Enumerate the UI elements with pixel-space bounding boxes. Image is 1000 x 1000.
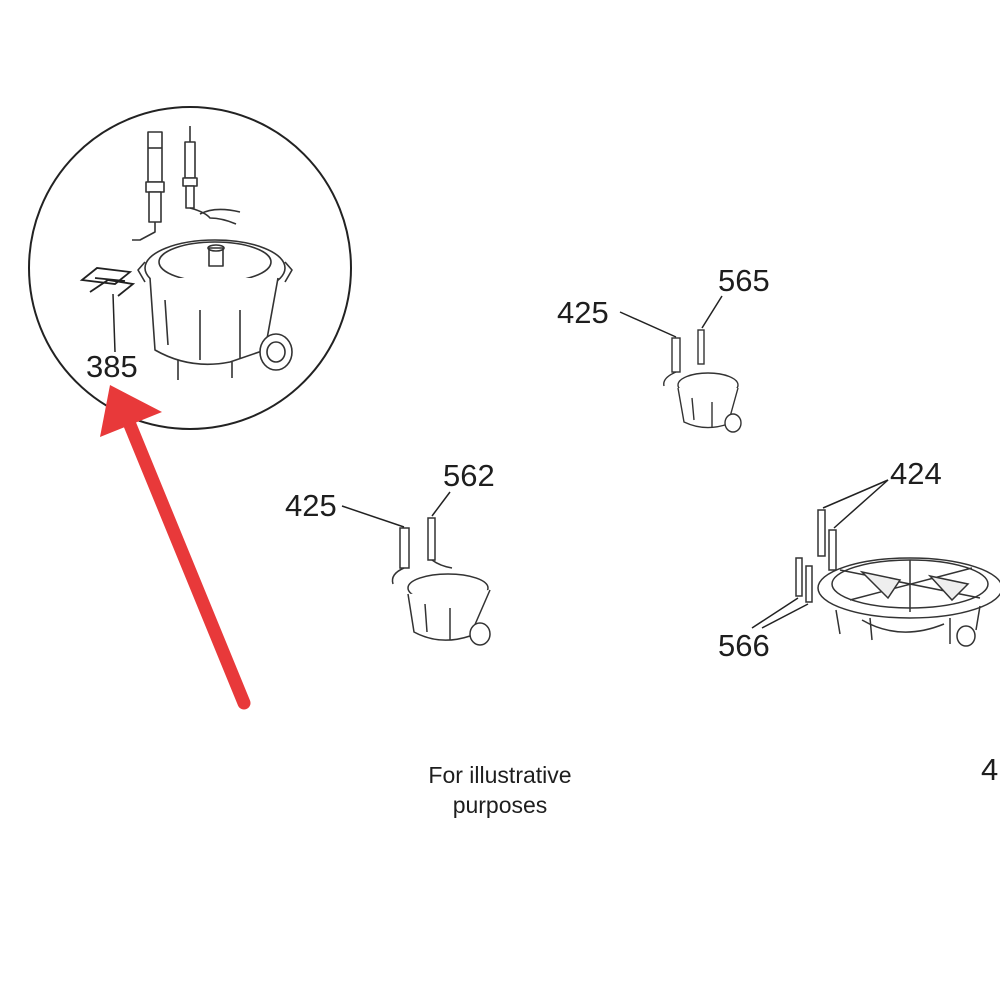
leader-upper-425 bbox=[619, 311, 677, 338]
callout-edge-fragment: 4 bbox=[981, 752, 999, 787]
callout-lower-425: 425 bbox=[285, 488, 337, 523]
callout-lower-562: 562 bbox=[443, 458, 495, 493]
detail-valve-assembly bbox=[132, 126, 293, 380]
callout-566: 566 bbox=[718, 628, 770, 663]
leader-lower-562 bbox=[431, 491, 451, 517]
caption-line-1: For illustrative bbox=[428, 762, 572, 788]
lower-valve-assembly bbox=[391, 517, 491, 646]
callout-upper-565: 565 bbox=[718, 263, 770, 298]
callout-upper-425: 425 bbox=[557, 295, 609, 330]
leader-424-b bbox=[833, 479, 889, 529]
leader-424-a bbox=[822, 479, 889, 509]
leader-upper-565 bbox=[701, 295, 723, 329]
leader-lower-425 bbox=[341, 505, 405, 528]
leader-566-b bbox=[761, 603, 809, 629]
leader-566-a bbox=[751, 597, 799, 629]
detail-magnifier-circle bbox=[28, 106, 352, 430]
callout-385: 385 bbox=[86, 349, 138, 384]
burner-plate-assembly bbox=[795, 509, 1000, 647]
spring-clip-part bbox=[79, 267, 136, 297]
illustrative-caption: For illustrative purposes bbox=[380, 760, 620, 820]
callout-424: 424 bbox=[890, 456, 942, 491]
upper-valve-assembly bbox=[663, 329, 742, 433]
red-arrow bbox=[100, 385, 251, 710]
leader-385 bbox=[112, 293, 116, 353]
caption-line-2: purposes bbox=[452, 792, 548, 818]
